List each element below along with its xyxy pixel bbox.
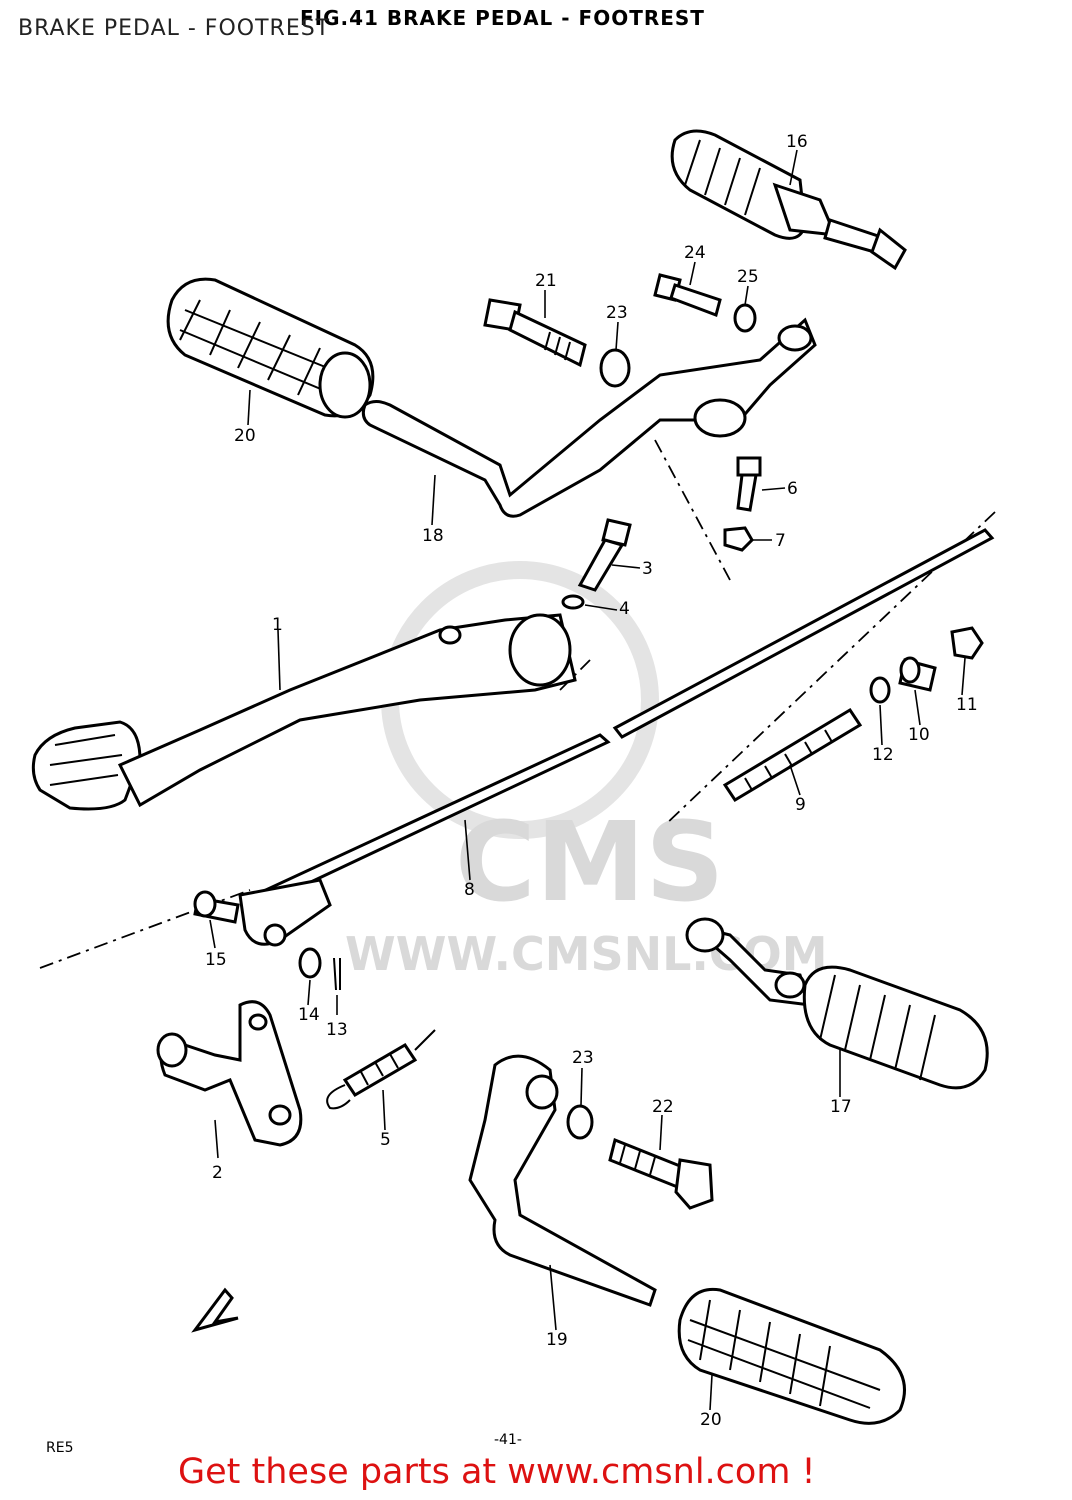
spring-5	[326, 1029, 436, 1110]
bolt-22	[608, 1137, 714, 1210]
nut-11	[950, 626, 984, 660]
leader-lines	[209, 149, 966, 1411]
callout-10: 10	[908, 725, 930, 745]
callout-12: 12	[872, 745, 894, 765]
callout-25: 25	[737, 267, 759, 287]
brake-lever	[156, 1000, 303, 1147]
cmsnl-watermark: CMS WWW.CMSNL.COM	[345, 561, 828, 981]
callout-7: 7	[775, 531, 786, 551]
callout-8: 8	[464, 880, 475, 900]
callout-20-upper: 20	[234, 426, 256, 446]
callout-3: 3	[642, 559, 653, 579]
bolt-3	[577, 518, 632, 592]
callout-4: 4	[619, 599, 630, 619]
footrest-16	[670, 129, 907, 271]
pin-15	[193, 890, 240, 924]
joint-10	[898, 656, 937, 692]
front-direction-arrow	[191, 1287, 239, 1333]
washer-4	[561, 594, 585, 610]
callout-17: 17	[830, 1097, 852, 1117]
footrest-rubber-upper	[166, 277, 375, 419]
spring-9	[722, 707, 863, 803]
callout-labels: 16 24 25 21 23 20 18 6 7 3 4 1 11 10 12 …	[205, 132, 978, 1430]
bolt-21	[483, 298, 587, 368]
washer-25	[733, 303, 757, 333]
footer-shop-link[interactable]: Get these parts at www.cmsnl.com !	[178, 1452, 816, 1492]
callout-18: 18	[422, 526, 444, 546]
model-code: RE5	[46, 1440, 74, 1456]
callout-9: 9	[795, 795, 806, 815]
callout-1: 1	[272, 615, 283, 635]
callout-23-lower: 23	[572, 1048, 594, 1068]
washer-23-lower	[566, 1104, 594, 1140]
page-title: BRAKE PEDAL - FOOTREST	[18, 16, 331, 41]
washer-14	[298, 947, 322, 979]
brake-rod	[238, 528, 995, 947]
callout-16: 16	[786, 132, 808, 152]
callout-13: 13	[326, 1020, 348, 1040]
footrest-17	[685, 917, 989, 1090]
callout-24: 24	[684, 243, 706, 263]
callout-19: 19	[546, 1330, 568, 1350]
cotter-pin-13	[333, 957, 341, 991]
brake-pedal	[31, 613, 577, 811]
callout-21: 21	[535, 271, 557, 291]
callout-20-lower: 20	[700, 1410, 722, 1430]
callout-5: 5	[380, 1130, 391, 1150]
page-number: -41-	[494, 1432, 522, 1448]
nut-7	[723, 526, 754, 552]
footrest-rubber-lower	[677, 1287, 906, 1425]
callout-23-upper: 23	[606, 303, 628, 323]
callout-6: 6	[787, 479, 798, 499]
callout-22: 22	[652, 1097, 674, 1117]
footrest-bracket-lower	[468, 1054, 657, 1307]
bolt-24	[653, 273, 722, 317]
footrest-bracket-upper	[361, 317, 817, 518]
watermark-brand: CMS	[455, 798, 724, 926]
washer-12	[869, 676, 891, 704]
figure-title: FIG.41 BRAKE PEDAL - FOOTREST	[300, 6, 705, 30]
callout-2: 2	[212, 1163, 223, 1183]
washer-23-upper	[599, 348, 631, 388]
callout-11: 11	[956, 695, 978, 715]
bolt-6	[736, 456, 762, 512]
callout-15: 15	[205, 950, 227, 970]
callout-14: 14	[298, 1005, 320, 1025]
